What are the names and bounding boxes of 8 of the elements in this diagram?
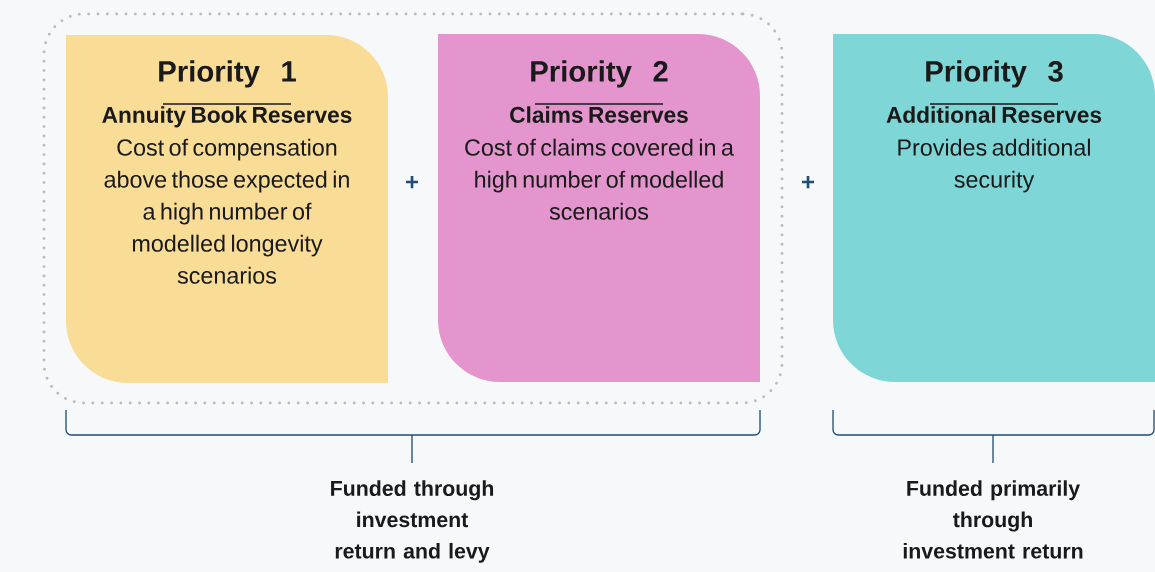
priority-card: Priority 2 Claims Reserves Cost of claims covered in a high number of modelled scenarios bbox=[438, 34, 760, 382]
dotted-outline bbox=[42, 12, 784, 405]
priority-card: Priority 1 Annuity Book Reserves Cost of compensation above those expected in a high number of modelled longevity scenarios bbox=[66, 35, 388, 383]
plus-sign: + bbox=[802, 175, 815, 189]
funding-note: Funded primarily through investment return bbox=[903, 480, 1083, 559]
priority-card: Priority 3 Additional Reserves Provides additional security bbox=[833, 34, 1155, 382]
funding-note: Funded through investment return and levy bbox=[331, 480, 494, 563]
plus-sign: + bbox=[406, 175, 419, 189]
